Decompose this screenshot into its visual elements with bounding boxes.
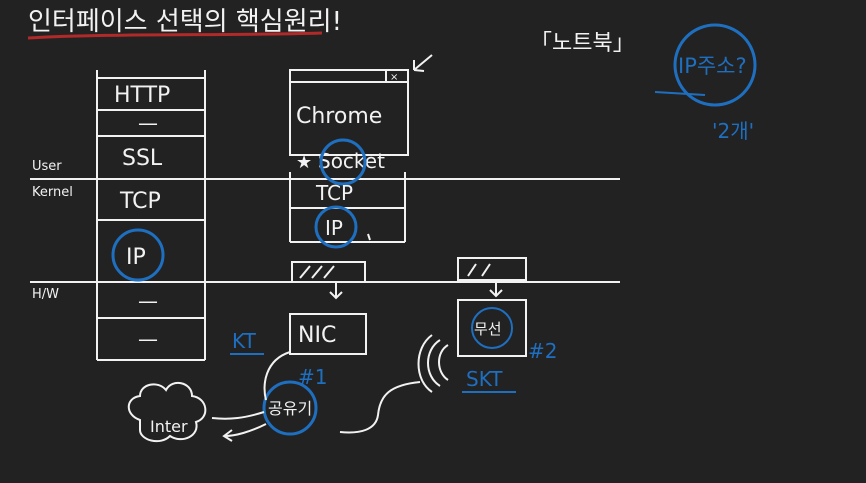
title-underline bbox=[27, 31, 323, 40]
nic-label: NIC bbox=[298, 323, 336, 348]
chrome-window bbox=[289, 69, 409, 156]
stack-dash-3: — bbox=[138, 327, 158, 351]
wireless-label: 무선 bbox=[474, 320, 502, 338]
skt-label: SKT bbox=[466, 367, 503, 391]
ip-count: '2개' bbox=[712, 119, 754, 143]
stack-http: HTTP bbox=[114, 83, 170, 108]
internet-label: Inter bbox=[150, 417, 188, 436]
router2-label: #2 bbox=[528, 339, 557, 363]
wireless-to-router-link bbox=[339, 381, 421, 434]
internet-return-link bbox=[222, 423, 267, 442]
router1-text: 공유기 bbox=[268, 399, 312, 418]
star-icon: ★ bbox=[296, 152, 312, 173]
close-icon: × bbox=[390, 72, 398, 83]
kernel-ip: IP bbox=[325, 216, 343, 240]
stack-dash-2: — bbox=[138, 289, 158, 313]
ip-note-circle bbox=[673, 23, 757, 107]
socket-circle bbox=[319, 138, 367, 186]
chrome-label: Chrome bbox=[296, 104, 382, 129]
nic-to-router-link bbox=[263, 351, 291, 401]
user-layer-label: User bbox=[32, 159, 62, 174]
router-to-internet-link bbox=[211, 411, 265, 420]
topic-label: 「노트북」 bbox=[530, 31, 635, 56]
stack-tcp: TCP bbox=[119, 189, 161, 214]
cursor-icon bbox=[367, 233, 371, 241]
router1-label: #1 bbox=[298, 365, 327, 389]
driver-buffer-2 bbox=[457, 257, 527, 298]
ip-note: IP주소? bbox=[678, 54, 747, 78]
stack-ip: IP bbox=[126, 245, 146, 270]
kernel-tcp: TCP bbox=[315, 181, 353, 205]
pointer-arrow-icon bbox=[413, 54, 433, 72]
wireless-waves-icon bbox=[417, 334, 449, 393]
protocol-stack bbox=[96, 70, 206, 361]
ip-note-stroke bbox=[654, 91, 706, 96]
kernel-layer-label: Kernel bbox=[32, 185, 73, 200]
router1-circle bbox=[262, 380, 318, 436]
stack-dash-1: — bbox=[138, 111, 158, 135]
wireless-circle bbox=[471, 307, 513, 349]
socket-label: Socket bbox=[318, 149, 385, 173]
wireless-nic-box bbox=[457, 299, 527, 357]
stack-ip-circle bbox=[111, 228, 165, 282]
hw-layer-label: H/W bbox=[32, 287, 59, 302]
stack-ssl: SSL bbox=[122, 146, 163, 171]
title: 인터페이스 선택의 핵심원리! bbox=[28, 7, 342, 37]
kernel-ip-circle bbox=[314, 205, 358, 249]
driver-buffer-1 bbox=[291, 261, 366, 300]
internet-cloud-icon bbox=[127, 381, 207, 443]
nic-box bbox=[289, 313, 367, 355]
kt-label: KT bbox=[232, 329, 257, 353]
